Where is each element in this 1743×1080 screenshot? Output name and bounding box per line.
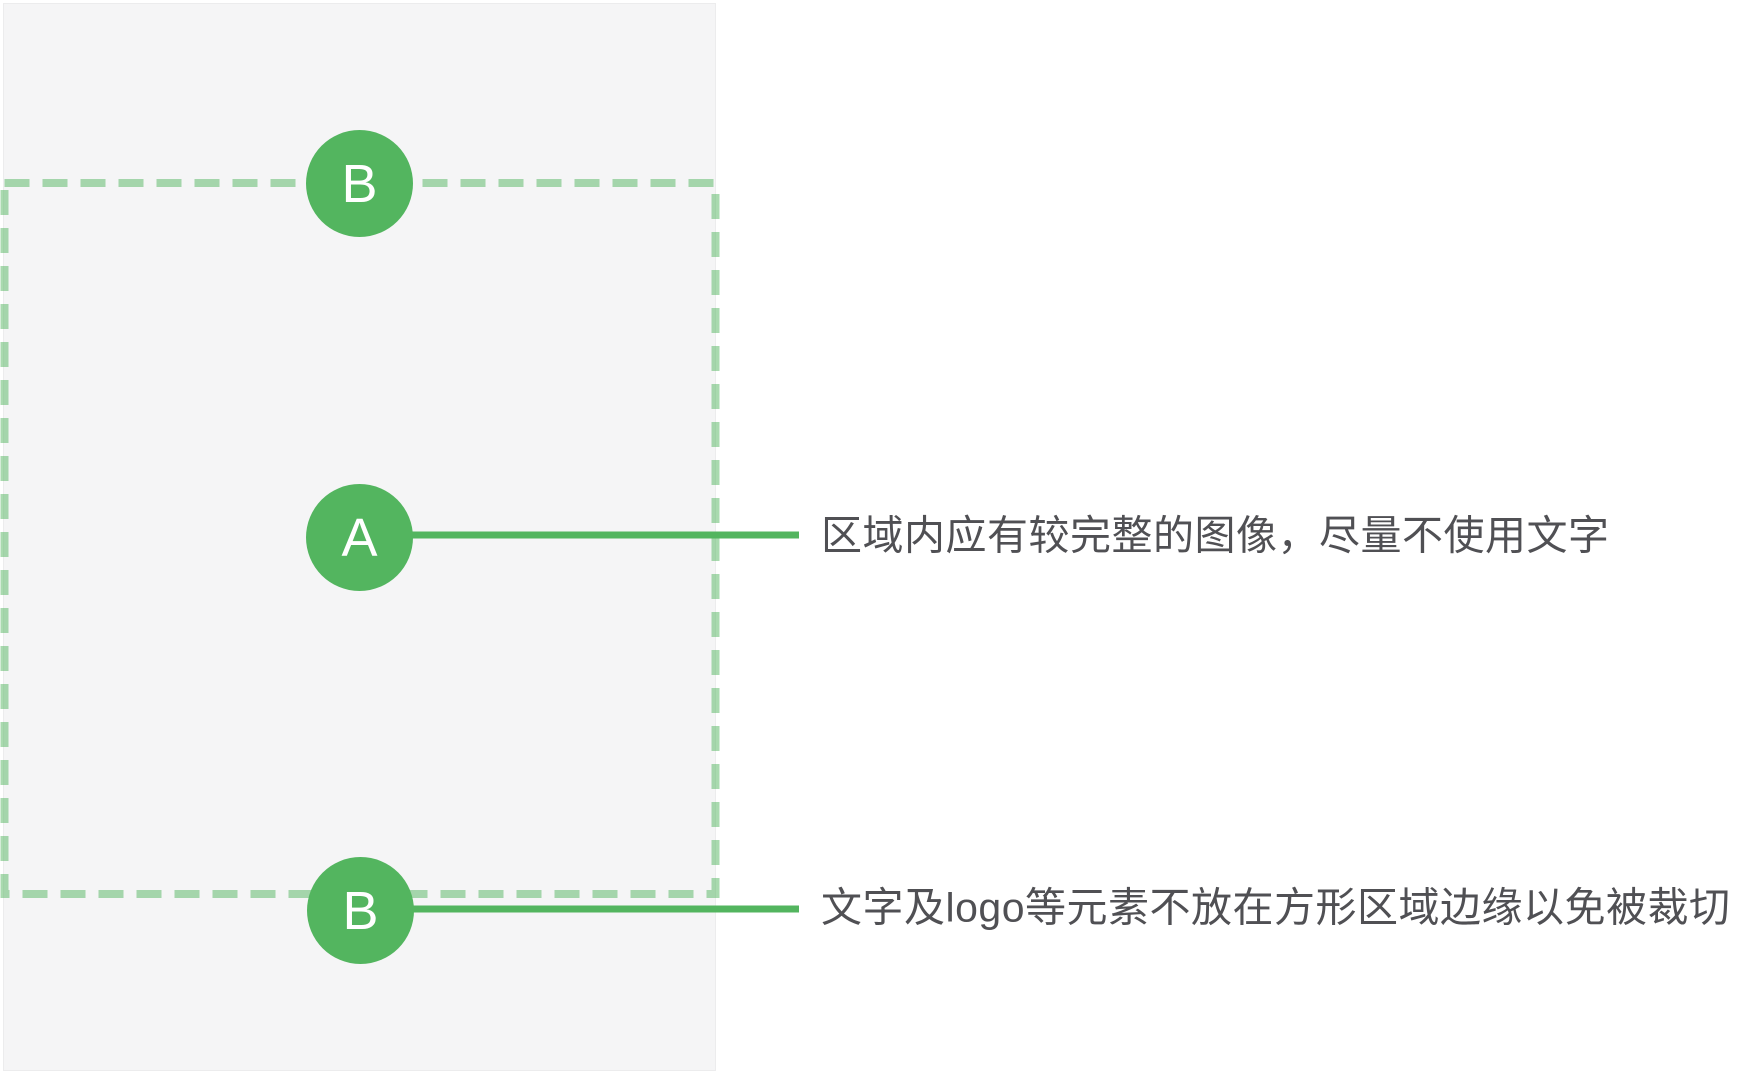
marker-badge-a-label: A (341, 507, 378, 568)
annotation-text-a: 区域内应有较完整的图像，尽量不使用文字 (821, 512, 1610, 559)
marker-badge-b-bottom-label: B (342, 880, 379, 941)
marker-badge-b-bottom: B (307, 857, 414, 964)
marker-badge-b-top-label: B (341, 153, 378, 214)
marker-badge-b-top: B (306, 130, 413, 237)
marker-badge-a: A (306, 484, 413, 591)
annotation-text-b: 文字及logo等元素不放在方形区域边缘以免被裁切 (821, 884, 1731, 931)
